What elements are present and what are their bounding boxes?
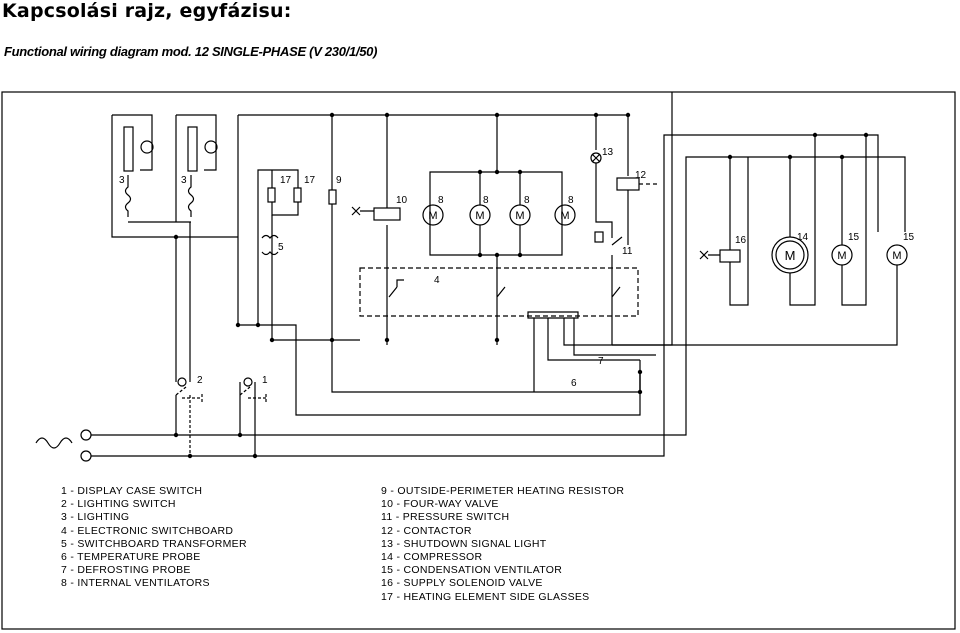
label-side-glasses-heater: 17 (304, 175, 316, 186)
label-compressor: 14 (797, 232, 809, 243)
legend-item: 4 - ELECTRONIC SWITCHBOARD (61, 524, 234, 537)
lighting-tube-left (112, 114, 153, 171)
ac-source-icon (35, 437, 73, 449)
legend-item: 7 - DEFROSTING PROBE (61, 564, 191, 577)
lighting-switch-lamp-icon (177, 377, 187, 387)
label-temperature-probe: 6 (571, 378, 577, 389)
motor-label: M (560, 210, 569, 222)
label-condensation-ventilator: 15 (903, 232, 915, 243)
motor-label: M (428, 210, 437, 222)
legend-item: 14 - COMPRESSOR (381, 551, 483, 564)
legend-item: 1 - DISPLAY CASE SWITCH (61, 485, 203, 497)
lighting-switch (175, 386, 203, 456)
label-display-case-switch: 1 (262, 375, 268, 386)
mains-terminal-1 (80, 429, 92, 441)
mains-terminal-2 (80, 450, 92, 462)
label-internal-ventilator: 8 (483, 195, 489, 206)
label-lighting-switch: 2 (197, 375, 203, 386)
electronic-switchboard (359, 267, 639, 317)
legend-item: 11 - PRESSURE SWITCH (381, 511, 510, 524)
legend-item: 3 - LIGHTING (61, 511, 130, 524)
diagram-border (1, 91, 956, 630)
motor-label: M (785, 248, 796, 263)
supply-solenoid-valve (719, 249, 741, 263)
motor-label: M (892, 250, 901, 262)
label-internal-ventilator: 8 (568, 195, 574, 206)
internal-ventilator-icon (422, 204, 444, 226)
four-way-valve (373, 207, 401, 221)
legend-item: 15 - CONDENSATION VENTILATOR (381, 564, 563, 577)
label-supply-solenoid-valve: 16 (735, 235, 747, 246)
legend-item: 13 - SHUTDOWN SIGNAL LIGHT (381, 537, 547, 550)
legend-item: 9 - OUTSIDE-PERIMETER HEATING RESISTOR (381, 485, 625, 497)
transformer-coil (261, 234, 279, 256)
label-defrosting-probe: 7 (598, 356, 604, 367)
label-switchboard-transformer: 5 (278, 242, 284, 253)
mains-line-1 (91, 156, 906, 436)
legend-item: 6 - TEMPERATURE PROBE (61, 551, 201, 564)
junction-dots (173, 112, 869, 459)
legend-item: 17 - HEATING ELEMENT SIDE GLASSES (381, 590, 590, 603)
legend-item: 2 - LIGHTING SWITCH (61, 498, 176, 511)
label-heating-resistor: 9 (336, 175, 342, 186)
label-internal-ventilator: 8 (438, 195, 444, 206)
label-electronic-switchboard: 4 (434, 275, 440, 286)
mains-line-2 (91, 134, 879, 457)
display-case-switch-lamp-icon (243, 377, 253, 387)
motor-label: M (515, 210, 524, 222)
label-contactor: 12 (635, 170, 647, 181)
page-title: Kapcsolási rajz, egyfázisu: (2, 0, 292, 22)
label-lighting: 3 (181, 175, 187, 186)
legend-left: 1 - DISPLAY CASE SWITCH 2 - LIGHTING SWI… (61, 485, 247, 591)
motor-label: M (837, 250, 846, 262)
display-case-switch (239, 386, 267, 402)
label-condensation-ventilator: 15 (848, 232, 860, 243)
label-pressure-switch: 11 (622, 246, 633, 257)
legend-item: 8 - INTERNAL VENTILATORS (61, 577, 210, 590)
legend-item: 5 - SWITCHBOARD TRANSFORMER (61, 537, 247, 550)
diagram-subtitle: Functional wiring diagram mod. 12 SINGLE… (4, 44, 378, 59)
label-lighting: 3 (119, 175, 125, 186)
motor-label: M (475, 210, 484, 222)
legend-right: 9 - OUTSIDE-PERIMETER HEATING RESISTOR 1… (381, 485, 624, 604)
label-shutdown-light: 13 (602, 147, 614, 158)
label-side-glasses-heater: 17 (280, 175, 292, 186)
legend-item: 16 - SUPPLY SOLENOID VALVE (381, 577, 543, 590)
pressure-switch (594, 231, 604, 243)
legend-item: 10 - FOUR-WAY VALVE (381, 498, 499, 511)
label-internal-ventilator: 8 (524, 195, 530, 206)
legend-item: 12 - CONTACTOR (381, 524, 472, 537)
label-four-way-valve: 10 (396, 195, 408, 206)
